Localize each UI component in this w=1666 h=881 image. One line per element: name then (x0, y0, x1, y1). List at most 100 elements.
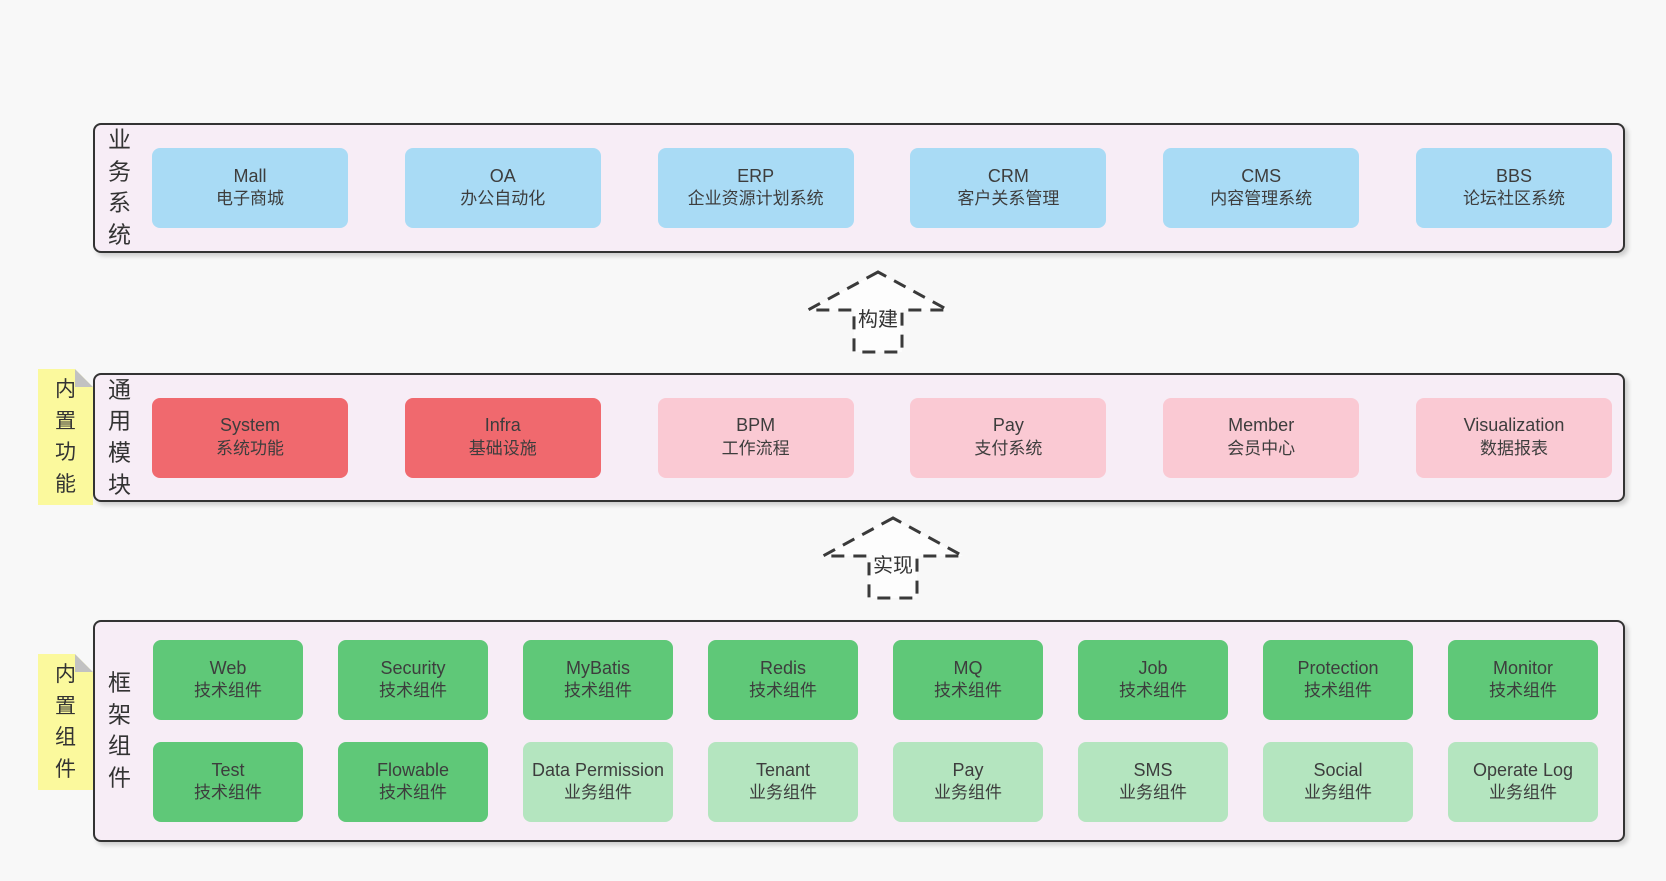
sticky-note-text: 内置组件 (55, 663, 76, 781)
box-desc: 业务组件 (1304, 783, 1372, 803)
box-desc: 业务组件 (564, 783, 632, 803)
box-name: Flowable (376, 759, 450, 780)
box-job: Job 技术组件 (1078, 640, 1228, 720)
box-name: Member (1228, 415, 1295, 436)
box-desc: 办公自动化 (460, 189, 546, 209)
band-label-business-systems: 业务系统 (108, 126, 131, 248)
box-crm: CRM 客户关系管理 (910, 148, 1107, 228)
box-name: Data Permission (531, 759, 665, 780)
box-desc: 系统功能 (216, 438, 284, 458)
box-desc: 业务组件 (1119, 783, 1187, 803)
box-name: Mall (233, 165, 267, 186)
dashed-up-arrow-build-icon: 构建 (807, 270, 949, 354)
sticky-note-builtin-features: 内置功能 (38, 369, 93, 505)
box-name: MQ (953, 657, 983, 678)
band-label-common-modules: 通用模块 (108, 376, 131, 498)
box-name: Protection (1297, 657, 1379, 678)
box-desc: 基础设施 (468, 438, 537, 458)
box-row: Test 技术组件 Flowable 技术组件 Data Permission 业务组件 T… (153, 742, 1598, 822)
box-name: CRM (987, 165, 1029, 186)
box-monitor: Monitor 技术组件 (1448, 640, 1598, 720)
box-mybatis: MyBatis 技术组件 (523, 640, 673, 720)
box-desc: 技术组件 (1304, 681, 1372, 701)
box-pay: Pay 业务组件 (893, 742, 1043, 822)
box-security: Security 技术组件 (338, 640, 488, 720)
box-desc: 技术组件 (564, 681, 632, 701)
box-redis: Redis 技术组件 (708, 640, 858, 720)
box-name: Pay (952, 759, 984, 780)
box-test: Test 技术组件 (153, 742, 303, 822)
box-name: Test (211, 759, 245, 780)
arrow-label-implement: 实现 (873, 554, 913, 577)
box-desc: 数据报表 (1479, 438, 1548, 458)
box-desc: 企业资源计划系统 (687, 189, 824, 209)
box-name: BBS (1495, 165, 1532, 186)
sticky-note-text: 内置功能 (55, 378, 76, 496)
box-desc: 技术组件 (934, 681, 1002, 701)
box-desc: 客户关系管理 (957, 189, 1060, 209)
box-name: Operate Log (1472, 759, 1574, 780)
box-desc: 工作流程 (721, 438, 790, 458)
dashed-up-arrow-implement-icon: 实现 (822, 516, 964, 600)
box-desc: 电子商城 (216, 189, 284, 209)
box-name: Job (1138, 657, 1168, 678)
sticky-note-builtin-components: 内置组件 (38, 654, 93, 790)
box-desc: 业务组件 (1489, 783, 1557, 803)
box-desc: 技术组件 (749, 681, 817, 701)
box-bbs: BBS 论坛社区系统 (1415, 148, 1612, 228)
box-desc: 技术组件 (379, 681, 447, 701)
box-name: ERP (737, 165, 775, 186)
box-name: Infra (484, 415, 521, 436)
box-name: MyBatis (565, 657, 630, 678)
box-name: Monitor (1492, 657, 1554, 678)
box-name: Pay (992, 415, 1024, 436)
box-name: Security (380, 657, 446, 678)
box-name: Tenant (755, 759, 811, 780)
box-flowable: Flowable 技术组件 (338, 742, 488, 822)
band-label-framework-components: 框架组件 (108, 669, 131, 791)
box-desc: 业务组件 (934, 783, 1002, 803)
box-data-permission: Data Permission 业务组件 (523, 742, 673, 822)
box-desc: 技术组件 (1489, 681, 1557, 701)
box-name: Social (1313, 759, 1363, 780)
box-desc: 技术组件 (194, 783, 262, 803)
box-desc: 会员中心 (1227, 438, 1296, 458)
box-desc: 技术组件 (1119, 681, 1187, 701)
box-desc: 技术组件 (379, 783, 447, 803)
box-name: Redis (759, 657, 807, 678)
sticky-fold-icon (75, 654, 93, 672)
box-desc: 技术组件 (194, 681, 262, 701)
box-web: Web 技术组件 (153, 640, 303, 720)
box-social: Social 业务组件 (1263, 742, 1413, 822)
box-desc: 支付系统 (974, 438, 1043, 458)
box-desc: 内容管理系统 (1210, 189, 1313, 209)
box-protection: Protection 技术组件 (1263, 640, 1413, 720)
box-sms: SMS 业务组件 (1078, 742, 1228, 822)
box-name: SMS (1133, 759, 1173, 780)
box-erp: ERP 企业资源计划系统 (657, 148, 854, 228)
box-name: Web (209, 657, 247, 678)
box-operate-log: Operate Log 业务组件 (1448, 742, 1598, 822)
box-cms: CMS 内容管理系统 (1163, 148, 1360, 228)
box-desc: 论坛社区系统 (1462, 189, 1565, 209)
box-name: System (219, 415, 280, 436)
box-name: CMS (1241, 165, 1282, 186)
